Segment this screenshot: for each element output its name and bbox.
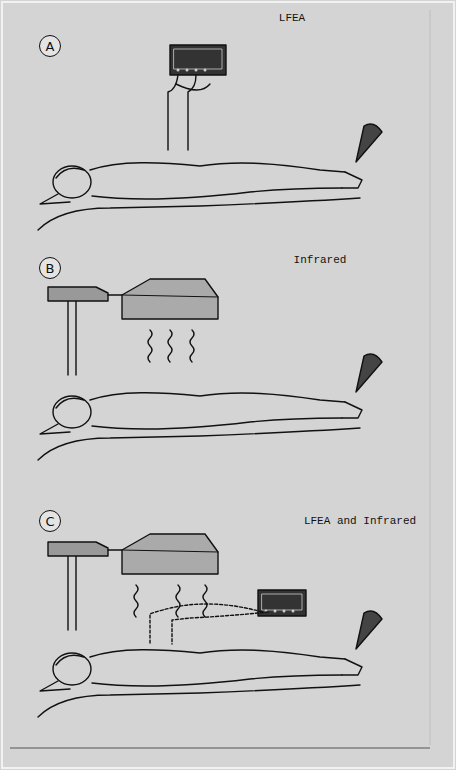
panel-letter-circle: B	[39, 257, 61, 279]
electrode-wire	[168, 75, 210, 150]
arm	[40, 681, 70, 691]
panel-title: LFEA	[279, 12, 305, 24]
panel-letter: A	[46, 40, 55, 53]
patient-figure	[38, 611, 382, 717]
back-outline	[90, 650, 345, 659]
panel-title: Infrared	[294, 254, 347, 266]
infrared-lamp	[48, 279, 218, 375]
panel-letter-circle: C	[39, 510, 61, 532]
frame-edge	[10, 748, 430, 749]
hair	[56, 655, 84, 665]
patient-figure	[38, 124, 382, 230]
back-outline	[90, 163, 345, 172]
infrared-lamp	[48, 534, 218, 630]
frame-edge	[430, 10, 431, 745]
infrared-rays	[134, 585, 207, 617]
front-outline	[92, 418, 342, 429]
table	[38, 198, 360, 230]
arm	[40, 424, 70, 434]
lfea-stimulator	[170, 45, 226, 75]
feet	[342, 402, 362, 418]
front-outline	[92, 675, 342, 686]
feet	[342, 172, 362, 188]
panel-letter: B	[46, 262, 55, 275]
infrared-rays	[148, 330, 194, 362]
table	[38, 685, 360, 717]
hair	[56, 398, 84, 408]
cone-probe	[356, 124, 382, 162]
panel-letter-circle: A	[39, 35, 61, 57]
head	[53, 653, 91, 685]
panel-title: LFEA and Infrared	[304, 515, 416, 527]
cone-probe	[356, 354, 382, 392]
hair	[56, 168, 84, 178]
cone-probe	[356, 611, 382, 649]
head	[53, 166, 91, 198]
back-outline	[90, 393, 345, 402]
feet	[342, 659, 362, 675]
patient-figure	[38, 354, 382, 460]
panel-letter: C	[45, 515, 54, 528]
arm	[40, 194, 70, 204]
front-outline	[92, 188, 342, 199]
electrode-wire	[150, 604, 268, 644]
table	[38, 428, 360, 460]
head	[53, 396, 91, 428]
